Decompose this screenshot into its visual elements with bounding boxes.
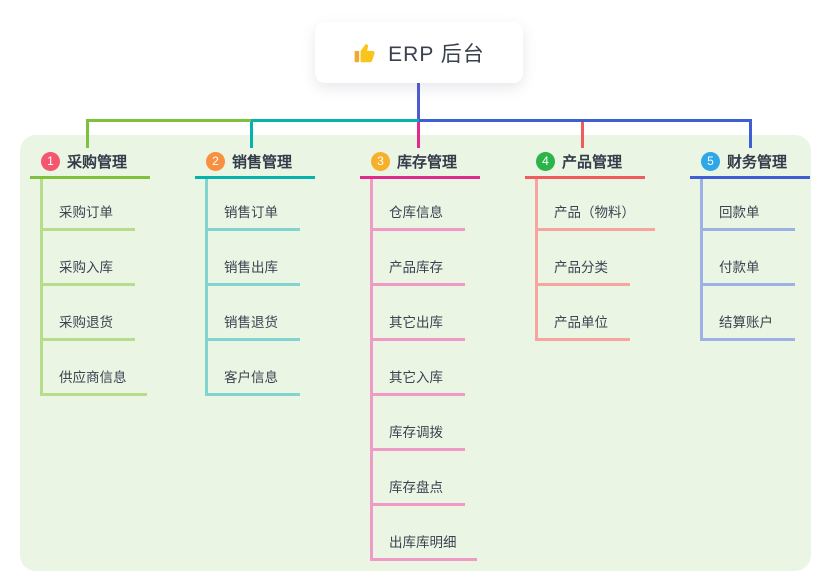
branch-number-badge: 5	[701, 151, 720, 171]
branch-label: 销售管理	[232, 153, 293, 171]
child-item[interactable]: 其它出库	[373, 286, 465, 341]
connector-drop-sales	[250, 122, 253, 148]
connector-drop-purchase	[86, 122, 89, 148]
child-item[interactable]: 采购订单	[43, 179, 135, 231]
branch-sales: 2 销售管理 销售订单 销售出库 销售退货 客户信息	[195, 146, 315, 396]
branch-title-finance[interactable]: 5 财务管理	[690, 146, 810, 179]
child-item[interactable]: 供应商信息	[43, 341, 147, 396]
branch-number-badge: 2	[206, 151, 225, 171]
branch-finance: 5 财务管理 回款单 付款单 结算账户	[690, 146, 810, 341]
connector-rail-finance	[419, 119, 752, 122]
child-item[interactable]: 付款单	[703, 231, 795, 286]
child-item[interactable]: 产品分类	[538, 231, 630, 286]
branch-title-sales[interactable]: 2 销售管理	[195, 146, 315, 179]
children-list: 回款单 付款单 结算账户	[700, 179, 795, 341]
branch-number-badge: 1	[41, 151, 60, 171]
root-node[interactable]: ERP 后台	[315, 22, 523, 83]
child-item[interactable]: 回款单	[703, 179, 795, 231]
connector-rail-sales	[251, 119, 420, 122]
connector-drop-finance	[749, 122, 752, 148]
children-list: 采购订单 采购入库 采购退货 供应商信息	[40, 179, 147, 396]
branch-label: 财务管理	[727, 153, 788, 171]
child-item[interactable]: 产品库存	[373, 231, 465, 286]
child-item[interactable]: 其它入库	[373, 341, 465, 396]
connector-rail-purchase	[86, 119, 251, 122]
child-item[interactable]: 产品（物料）	[538, 179, 655, 231]
child-item[interactable]: 库存盘点	[373, 451, 465, 506]
branch-title-purchase[interactable]: 1 采购管理	[30, 146, 150, 179]
branches-panel	[20, 135, 811, 571]
children-list: 产品（物料） 产品分类 产品单位	[535, 179, 655, 341]
child-item[interactable]: 销售出库	[208, 231, 300, 286]
child-item[interactable]: 客户信息	[208, 341, 300, 396]
connector-trunk	[417, 83, 420, 120]
child-item[interactable]: 销售退货	[208, 286, 300, 341]
child-item[interactable]: 采购退货	[43, 286, 135, 341]
child-item[interactable]: 产品单位	[538, 286, 630, 341]
child-item[interactable]: 库存调拨	[373, 396, 465, 451]
thumbs-up-icon	[353, 40, 379, 66]
child-item[interactable]: 出库库明细	[373, 506, 477, 561]
branch-title-inventory[interactable]: 3 库存管理	[360, 146, 480, 179]
branch-purchase: 1 采购管理 采购订单 采购入库 采购退货 供应商信息	[30, 146, 150, 396]
child-item[interactable]: 结算账户	[703, 286, 795, 341]
connector-drop-inventory	[417, 122, 420, 148]
branch-label: 库存管理	[397, 153, 458, 171]
branch-label: 产品管理	[562, 153, 623, 171]
child-item[interactable]: 采购入库	[43, 231, 135, 286]
children-list: 销售订单 销售出库 销售退货 客户信息	[205, 179, 300, 396]
branch-number-badge: 3	[371, 151, 390, 171]
child-item[interactable]: 销售订单	[208, 179, 300, 231]
connector-drop-product	[581, 122, 584, 148]
branch-title-product[interactable]: 4 产品管理	[525, 146, 645, 179]
root-label: ERP 后台	[388, 42, 485, 66]
children-list: 仓库信息 产品库存 其它出库 其它入库 库存调拨 库存盘点 出库库明细	[370, 179, 477, 561]
branch-product: 4 产品管理 产品（物料） 产品分类 产品单位	[525, 146, 655, 341]
branch-label: 采购管理	[67, 153, 128, 171]
branch-number-badge: 4	[536, 151, 555, 171]
branch-inventory: 3 库存管理 仓库信息 产品库存 其它出库 其它入库 库存调拨 库存盘点 出库库…	[360, 146, 480, 561]
child-item[interactable]: 仓库信息	[373, 179, 465, 231]
